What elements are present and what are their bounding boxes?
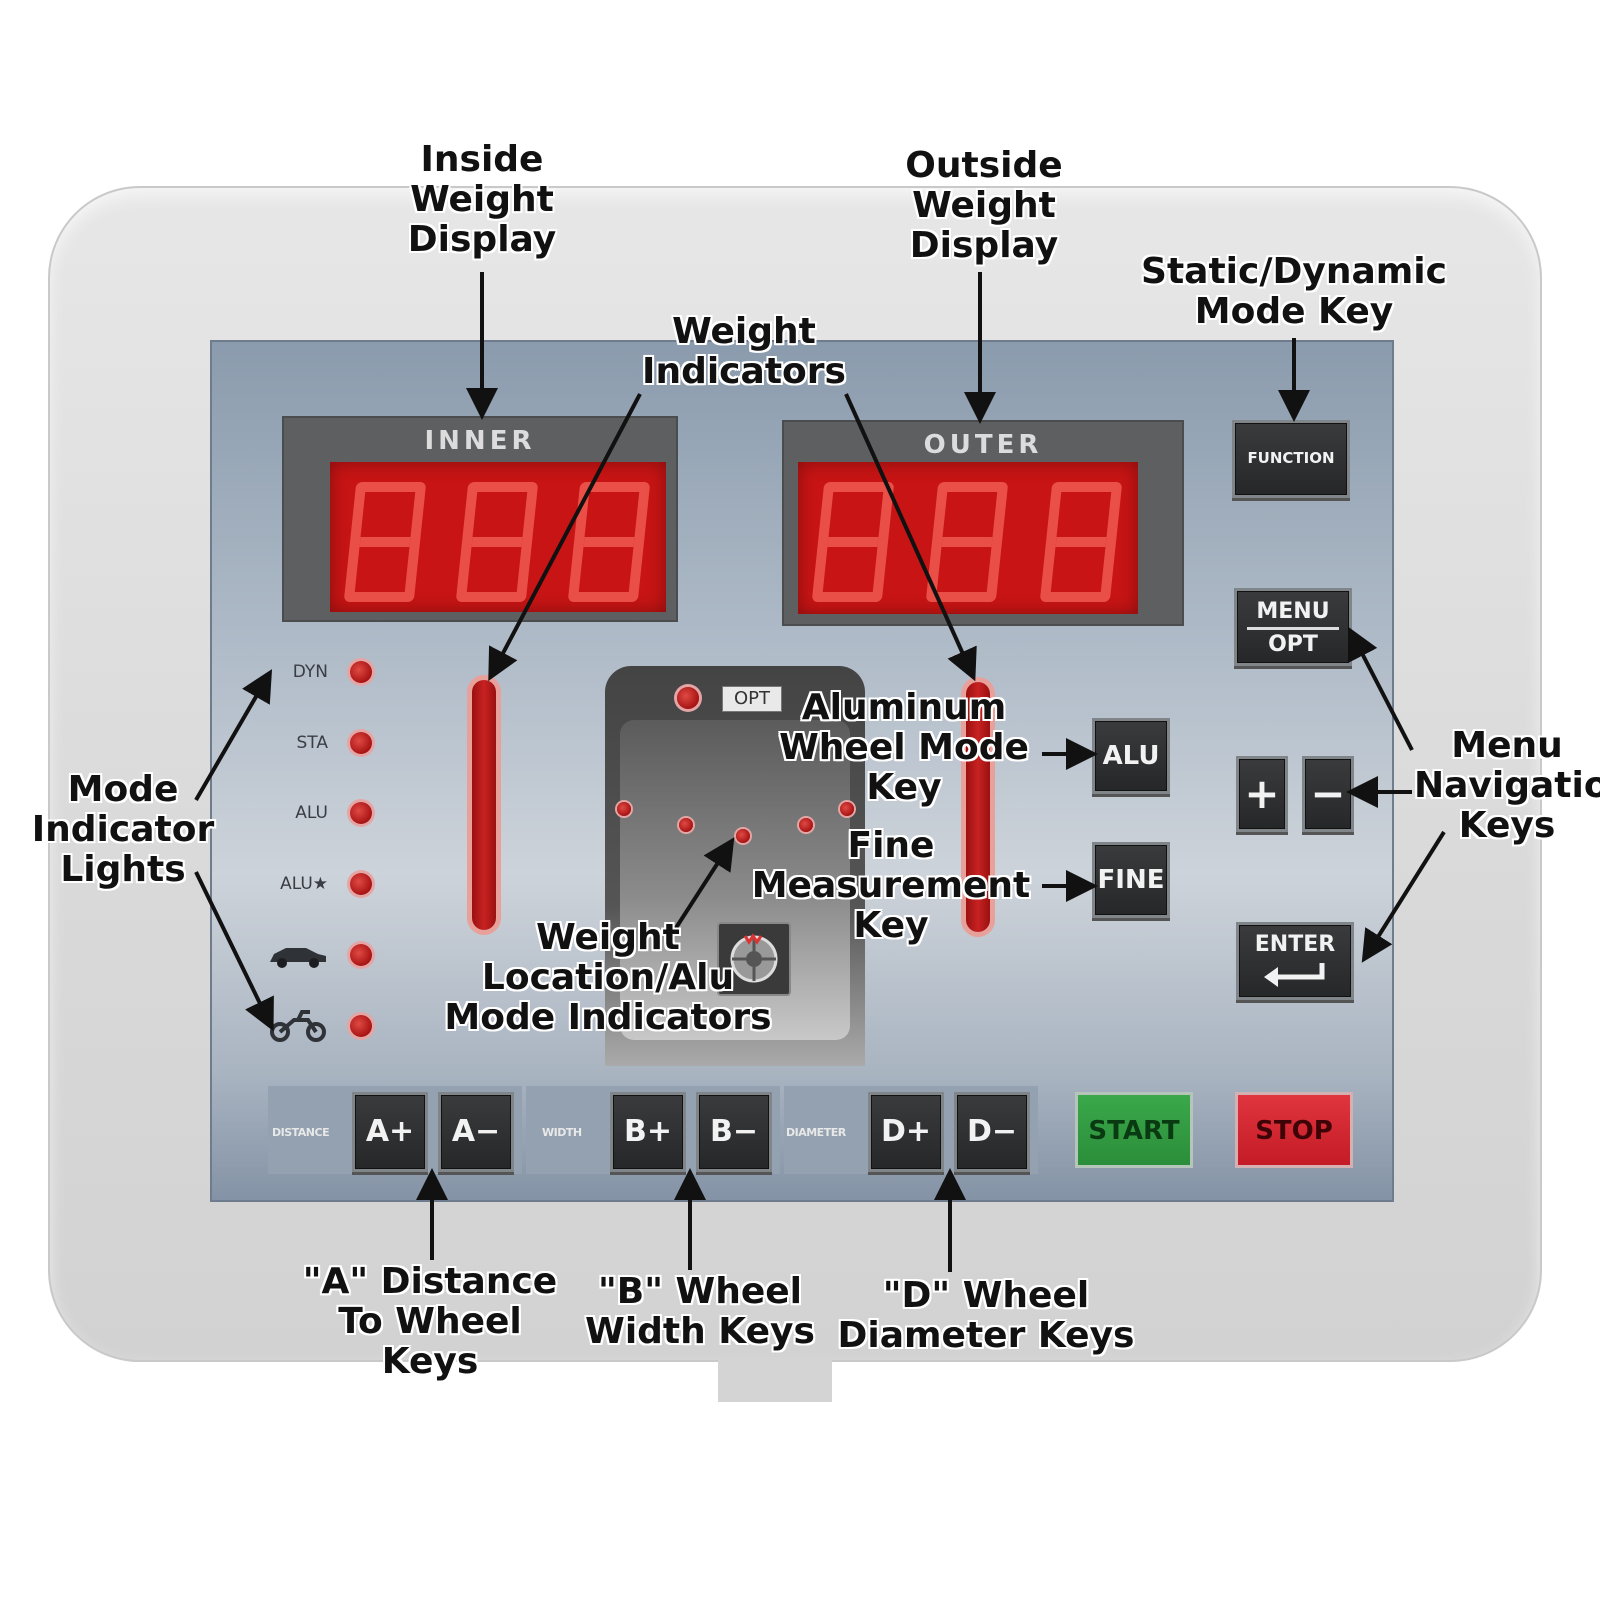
opt-key-label: OPT — [1268, 632, 1318, 657]
width-group-label: WIDTH — [542, 1126, 582, 1139]
car-icon — [266, 940, 330, 974]
annotation-aluminum-wheel-mode-key: Aluminum Wheel Mode Key — [779, 687, 1029, 808]
location-light — [617, 802, 631, 816]
annotation-inside-weight-display: Inside Weight Display — [407, 139, 557, 260]
plus-key[interactable]: + — [1236, 756, 1288, 832]
mode-light-alu — [350, 802, 372, 824]
a-plus-key[interactable]: A+ — [352, 1092, 428, 1172]
menu-key-label: MENU — [1247, 597, 1339, 630]
bezel-tab — [718, 1358, 832, 1402]
mode-light-sta — [350, 732, 372, 754]
annotation-mode-indicator-lights: Mode Indicator Lights — [31, 769, 215, 890]
a-minus-key[interactable]: A− — [438, 1092, 514, 1172]
opt-indicator-light — [677, 687, 699, 709]
location-light — [799, 818, 813, 832]
menu-opt-key[interactable]: MENU OPT — [1234, 588, 1352, 666]
annotation-weight-indicators: Weight Indicators — [642, 311, 846, 392]
mode-light-motorcycle — [350, 1015, 372, 1037]
b-minus-key[interactable]: B− — [696, 1092, 772, 1172]
outer-weight-display: OUTER — [782, 420, 1184, 626]
mode-light-car — [350, 944, 372, 966]
location-light — [679, 818, 693, 832]
location-light — [736, 829, 750, 843]
diameter-group-label: DIAMETER — [786, 1126, 846, 1139]
annotation-static-dynamic-mode-key: Static/Dynamic Mode Key — [1141, 251, 1447, 332]
annotation-b-width-keys: "B" Wheel Width Keys — [585, 1271, 815, 1352]
d-plus-key[interactable]: D+ — [868, 1092, 944, 1172]
arrow-inner-bar — [488, 393, 642, 682]
annotation-menu-navigation-keys: Menu Navigation Keys — [1414, 725, 1600, 846]
arrow-menu-key — [1348, 626, 1414, 751]
enter-key-label: ENTER — [1254, 932, 1336, 957]
minus-key[interactable]: − — [1302, 756, 1354, 832]
inner-display-digits — [330, 462, 666, 612]
enter-arrow-icon — [1264, 963, 1325, 987]
inner-weight-indicator-bar — [472, 680, 496, 930]
mode-light-dyn — [350, 661, 372, 683]
outer-display-title: OUTER — [923, 430, 1043, 460]
arrow-location-lights — [670, 837, 735, 936]
mode-light-alu-star — [350, 873, 372, 895]
motorcycle-icon — [268, 1008, 328, 1046]
arrow-dyn-light — [194, 669, 273, 802]
annotation-outside-weight-display: Outside Weight Display — [905, 145, 1063, 266]
start-button[interactable]: START — [1075, 1092, 1193, 1168]
enter-key[interactable]: ENTER — [1236, 922, 1354, 1000]
outer-weight-indicator-bar — [966, 682, 990, 932]
stop-button[interactable]: STOP — [1235, 1092, 1353, 1168]
location-light — [840, 802, 854, 816]
mode-label-dyn: DYN — [292, 662, 328, 682]
arrow-outer-bar — [844, 393, 977, 682]
mode-label-alu: ALU — [295, 803, 328, 823]
annotation-a-distance-keys: "A" Distance To Wheel Keys — [302, 1261, 558, 1382]
mode-label-sta: STA — [296, 733, 329, 753]
function-key[interactable]: FUNCTION — [1232, 420, 1350, 498]
inner-display-title: INNER — [424, 426, 536, 456]
wheel-icon — [717, 922, 791, 996]
annotation-d-diameter-keys: "D" Wheel Diameter Keys — [837, 1275, 1135, 1356]
distance-group-label: DISTANCE — [272, 1126, 330, 1139]
d-minus-key[interactable]: D− — [954, 1092, 1030, 1172]
arrow-motorcycle-light — [194, 871, 274, 1032]
opt-indicator-label: OPT — [722, 686, 782, 712]
outer-display-digits — [798, 462, 1138, 614]
annotation-fine-measurement-key: Fine Measurement Key — [751, 825, 1031, 946]
b-plus-key[interactable]: B+ — [610, 1092, 686, 1172]
annotation-weight-location-alu-mode-indicators: Weight Location/Alu Mode Indicators — [444, 917, 772, 1038]
fine-key[interactable]: FINE — [1092, 842, 1170, 918]
arrow-enter-key — [1361, 830, 1446, 963]
mode-label-alu-star: ALU★ — [280, 874, 328, 894]
